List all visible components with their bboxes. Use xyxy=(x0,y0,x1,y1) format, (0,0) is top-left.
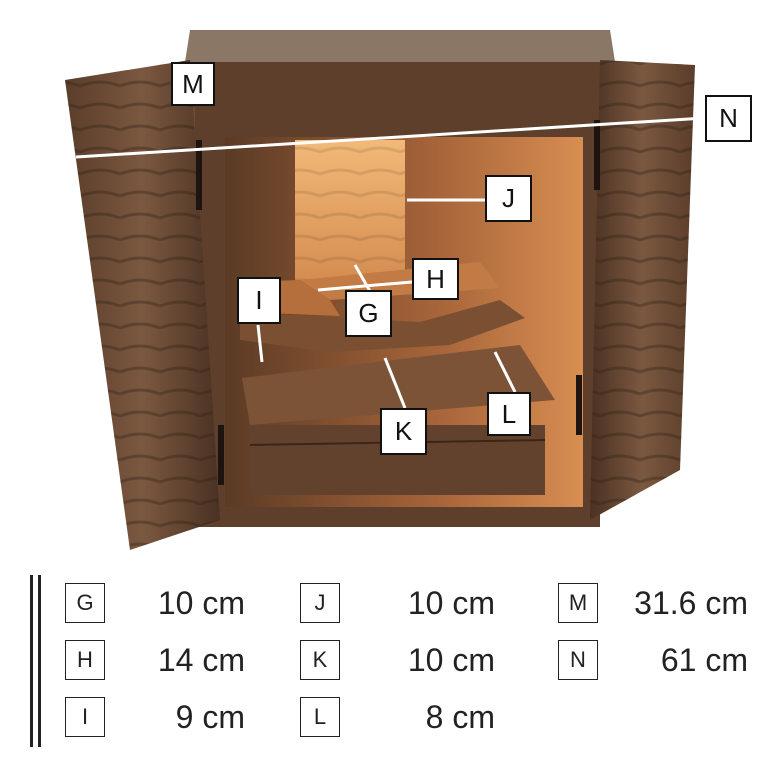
hinge-icon xyxy=(196,140,202,210)
legend-value-J: 10 cm xyxy=(407,584,495,621)
hinge-icon xyxy=(218,425,224,485)
legend-key-I: I xyxy=(65,697,105,737)
legend-key-G: G xyxy=(65,583,105,623)
measure-line-I xyxy=(256,324,264,363)
hinge-icon xyxy=(594,120,600,190)
callout-H: H xyxy=(412,258,459,300)
lower-platform xyxy=(242,345,555,425)
legend-key-H: H xyxy=(65,640,105,680)
callout-M: M xyxy=(171,62,215,106)
measure-line-K xyxy=(383,357,407,409)
legend-value-L: 8 cm xyxy=(425,698,495,735)
legend-value-H: 14 cm xyxy=(157,641,245,678)
legend-value-G: 10 cm xyxy=(157,584,245,621)
measure-line-H xyxy=(317,280,413,292)
callout-J: J xyxy=(485,175,532,222)
callout-K: K xyxy=(380,408,427,455)
legend-divider xyxy=(38,575,41,747)
legend-value-K: 10 cm xyxy=(407,641,495,678)
legend-value-I: 9 cm xyxy=(175,698,245,735)
butsudan-cabinet-drawing xyxy=(65,30,706,550)
cabinet-illustration: M N J H I G K L xyxy=(65,30,752,550)
legend-key-N: N xyxy=(558,640,598,680)
callout-I: I xyxy=(237,277,281,324)
legend-key-M: M xyxy=(558,583,598,623)
callout-N: N xyxy=(705,95,752,142)
legend-key-L: L xyxy=(300,697,340,737)
legend-key-K: K xyxy=(300,640,340,680)
measure-line-N xyxy=(75,116,706,159)
legend-value-N: 61 cm xyxy=(660,641,748,678)
callout-L: L xyxy=(487,392,531,436)
legend-divider xyxy=(30,575,33,747)
cabinet-top xyxy=(185,30,615,62)
hinge-icon xyxy=(576,375,582,435)
legend-key-J: J xyxy=(300,583,340,623)
legend-value-M: 31.6 cm xyxy=(634,584,748,621)
callout-G: G xyxy=(345,290,392,337)
measure-line-L xyxy=(493,351,517,393)
